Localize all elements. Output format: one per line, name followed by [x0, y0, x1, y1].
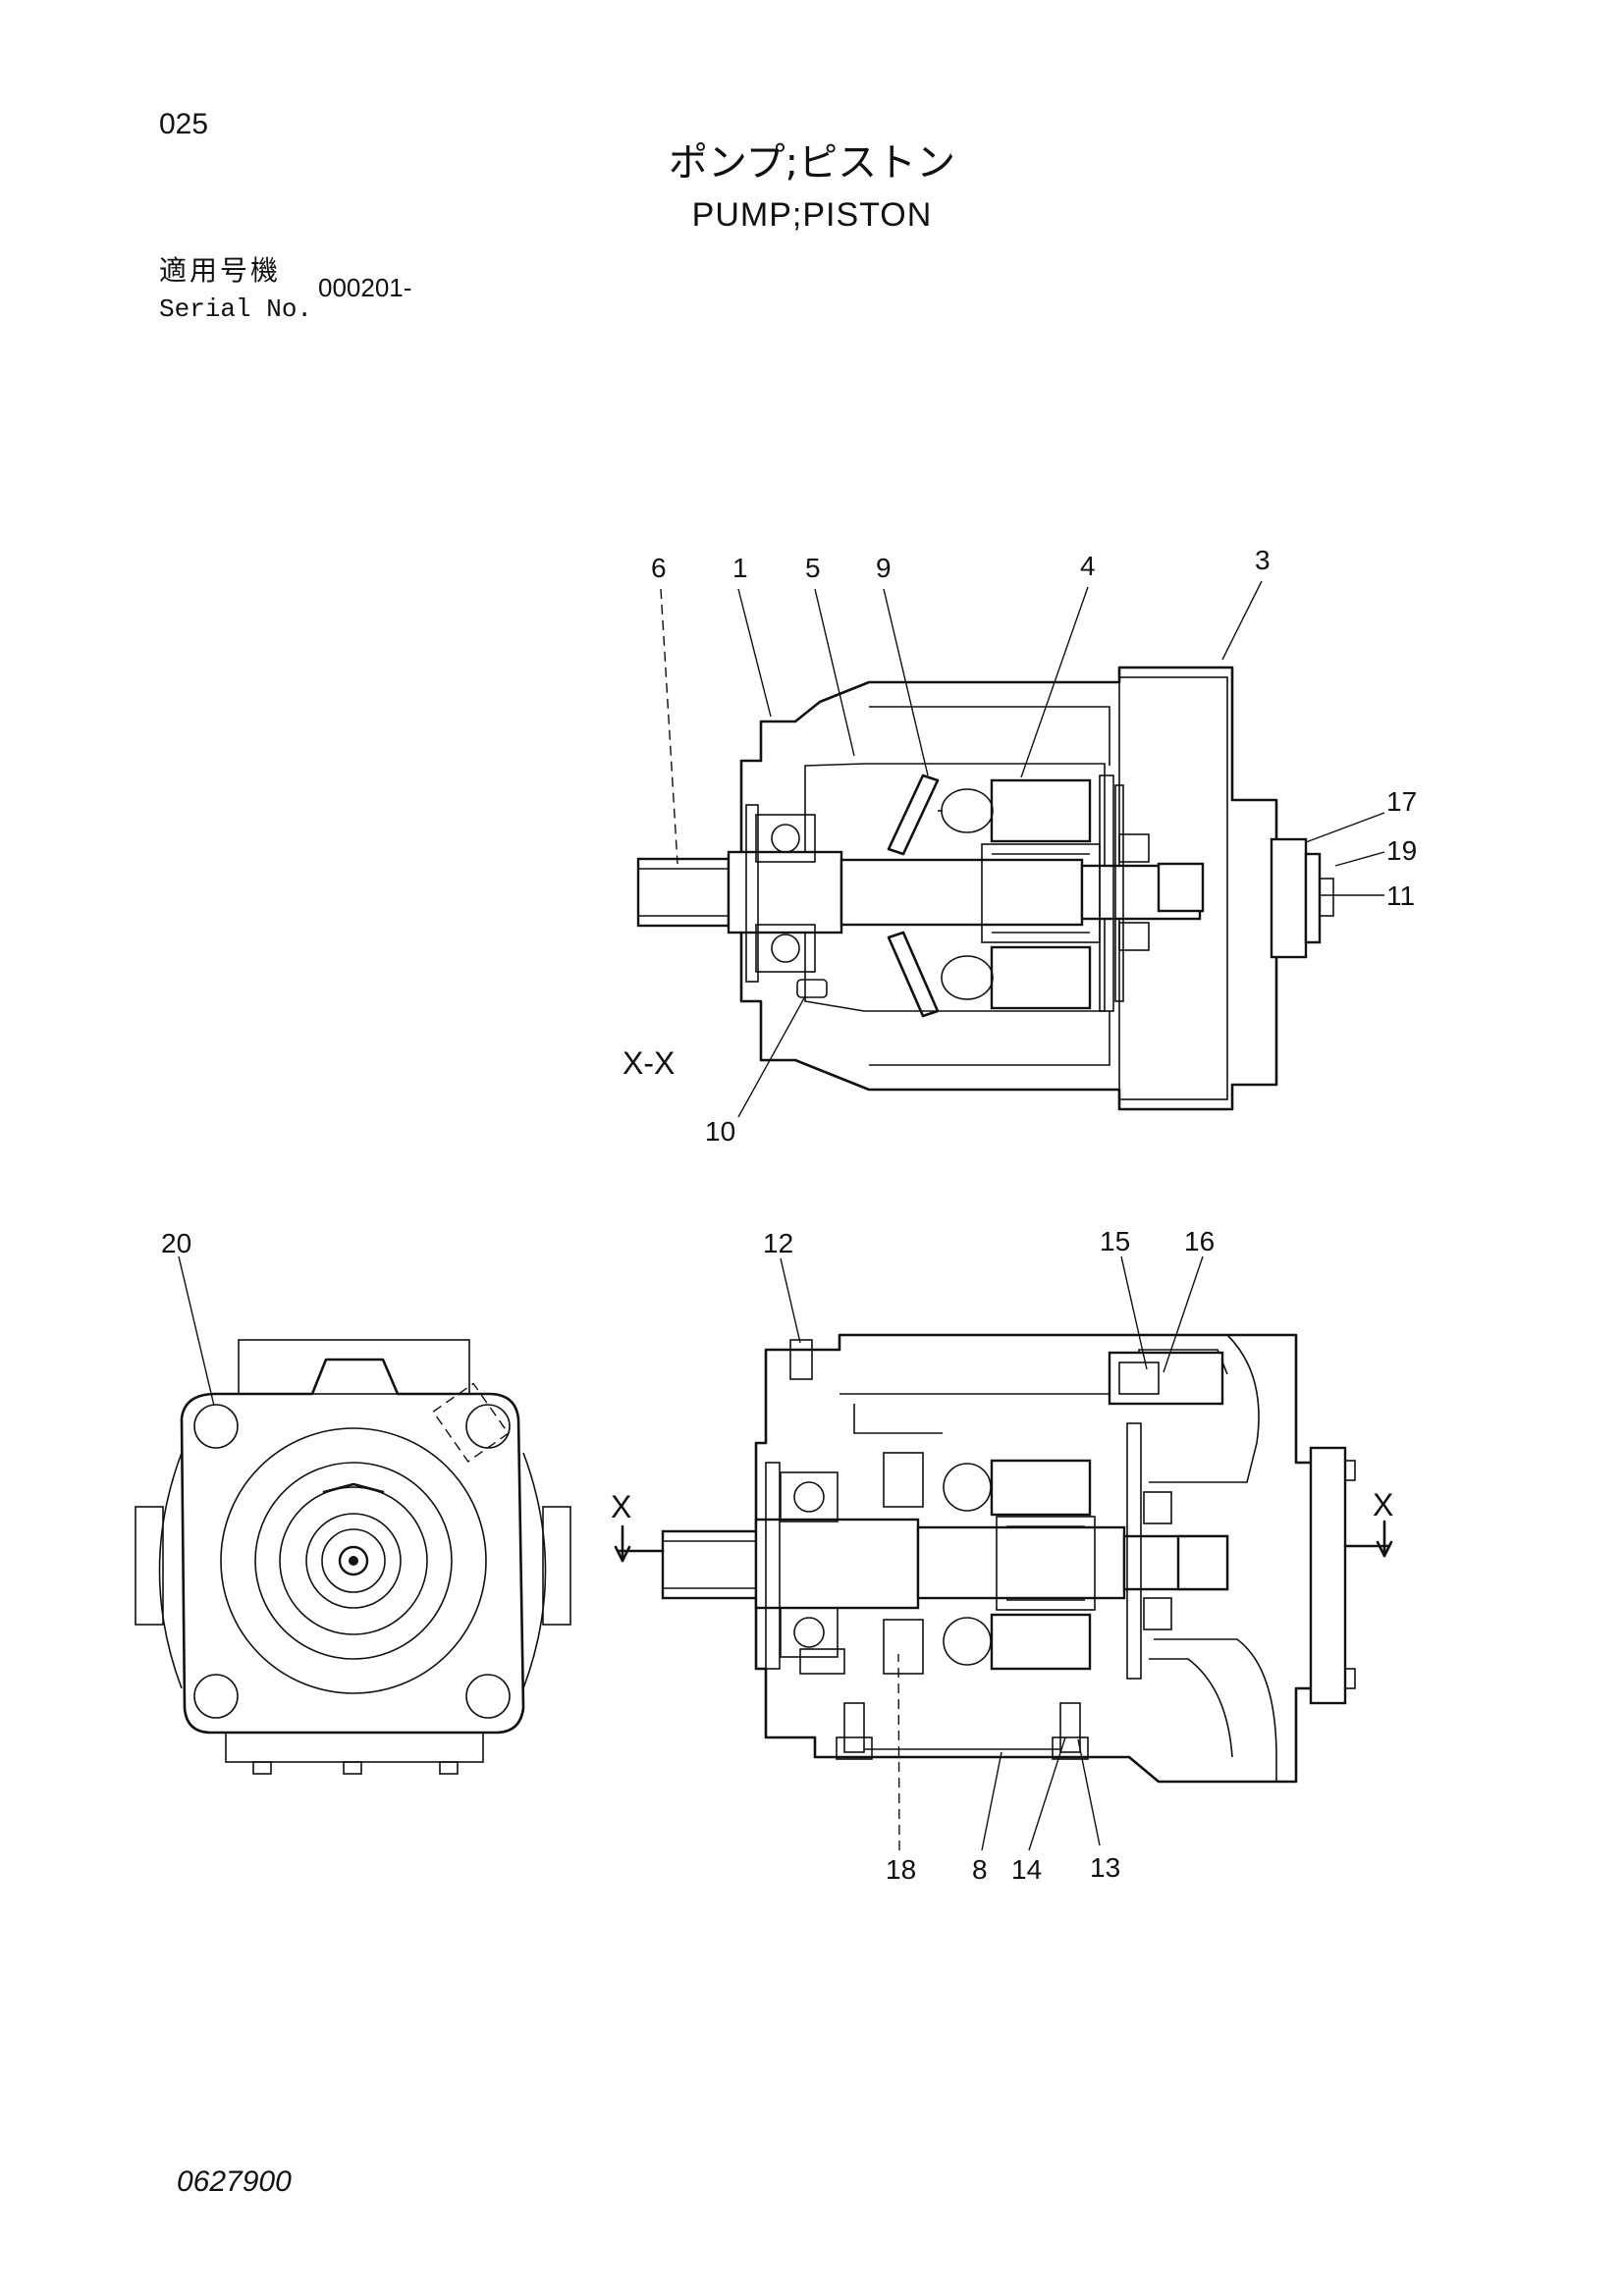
callout-6: 6 — [651, 553, 667, 583]
callout-19: 19 — [1386, 835, 1417, 866]
section-label-xx: X-X — [623, 1045, 675, 1081]
front-view — [135, 1255, 571, 1775]
serial-label-english: Serial No. — [159, 294, 313, 324]
side-section-leaders — [780, 1255, 1204, 1851]
serial-label-japanese: 適用号機 — [159, 254, 282, 287]
side-section-view — [661, 1333, 1356, 1784]
callout-15: 15 — [1100, 1226, 1130, 1256]
callout-16: 16 — [1184, 1226, 1215, 1256]
callout-12: 12 — [763, 1228, 793, 1258]
callout-18: 18 — [886, 1854, 916, 1885]
section-xx-view — [636, 666, 1334, 1111]
page-number: 025 — [159, 108, 209, 140]
callout-labels: 6 1 5 9 4 3 17 19 11 10 X-X 20 12 15 16 … — [161, 545, 1417, 1885]
callout-9: 9 — [876, 553, 892, 583]
callout-4: 4 — [1080, 551, 1096, 581]
callout-11: 11 — [1386, 881, 1415, 911]
document-number: 0627900 — [177, 2165, 292, 2198]
callout-10: 10 — [705, 1116, 735, 1147]
section-cut-arrows — [614, 1520, 1393, 1563]
callout-20: 20 — [161, 1228, 191, 1258]
callout-3: 3 — [1255, 545, 1271, 575]
callout-17: 17 — [1386, 786, 1417, 817]
page-title-japanese: ポンプ;ピストン — [668, 140, 956, 186]
callout-8: 8 — [972, 1854, 988, 1885]
section-arrow-left-label: X — [611, 1489, 631, 1524]
callout-5: 5 — [805, 553, 821, 583]
section-xx-leaders — [660, 580, 1385, 1118]
callout-14: 14 — [1011, 1854, 1042, 1885]
callout-1: 1 — [732, 553, 748, 583]
page-title-english: PUMP;PISTON — [691, 196, 933, 234]
callout-13: 13 — [1090, 1852, 1120, 1883]
serial-number-value: 000201- — [318, 273, 412, 302]
section-arrow-right-label: X — [1373, 1487, 1393, 1522]
